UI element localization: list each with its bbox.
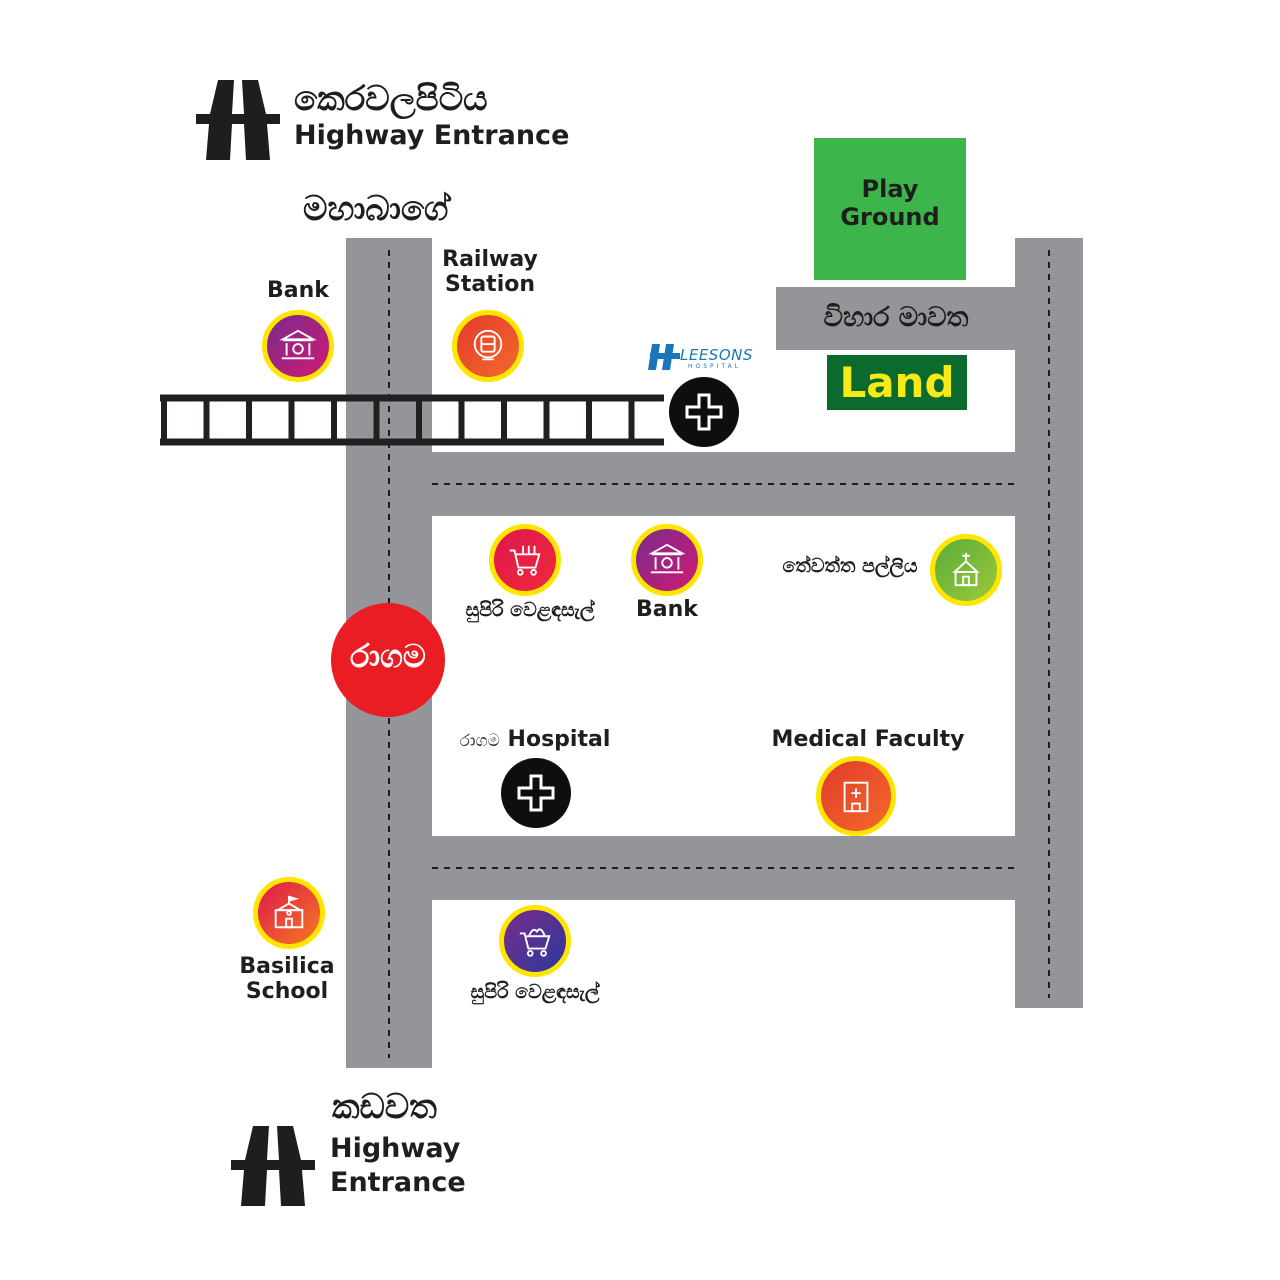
school-marker[interactable] — [253, 877, 325, 949]
ragama-hospital-marker[interactable] — [501, 758, 571, 828]
bank-mid-marker[interactable] — [631, 524, 703, 596]
supermarket-1-label: සුපිරි වෙළඳසැල් — [465, 599, 595, 621]
ragama-hospital-si: රාගම — [459, 731, 500, 751]
top-highway-label: Highway Entrance — [294, 120, 570, 151]
cart-icon — [509, 545, 541, 576]
leesons-logo-name: LEESONS — [680, 346, 753, 364]
town-label: රාගම — [350, 637, 426, 675]
bottom-highway-label-2: Entrance — [330, 1167, 466, 1198]
plus-icon — [685, 393, 723, 431]
cart-icon — [519, 928, 551, 957]
train-icon — [473, 329, 503, 361]
vihara-road-label: විහාර මාවත — [823, 302, 969, 333]
ragama-hospital-label: රාගම Hospital — [440, 727, 630, 752]
railway-label-line2: Station — [444, 272, 536, 298]
school-icon — [274, 895, 304, 929]
leesons-logo-sub: HOSPITAL — [688, 363, 742, 370]
town-marker — [331, 603, 445, 717]
school-label-line2: School — [245, 979, 329, 1005]
play-ground-area — [814, 138, 966, 280]
church-icon — [952, 552, 980, 587]
school-label: Basilica School — [232, 954, 342, 1005]
play-ground-label: Play Ground — [814, 175, 966, 231]
railway-station-marker[interactable] — [452, 310, 524, 382]
bank-top-label: Bank — [267, 278, 329, 303]
play-ground-line2: Ground — [840, 202, 940, 231]
school-label-line1: Basilica — [239, 954, 335, 979]
supermarket-1-marker[interactable] — [489, 524, 561, 596]
railway-track — [160, 394, 664, 446]
bottom-highway-label-1: Highway — [330, 1133, 461, 1164]
medical-faculty-label: Medical Faculty — [771, 727, 965, 752]
highway-icon-bottom — [231, 1126, 315, 1206]
ragama-hospital-en: Hospital — [507, 727, 611, 752]
leesons-hospital-marker[interactable] — [669, 377, 739, 447]
medical-building-icon — [843, 781, 869, 813]
land-label: Land — [839, 358, 955, 407]
top-highway-name: කෙරවලපිටිය — [294, 79, 488, 119]
leesons-logo-mark — [648, 344, 680, 370]
land-area — [827, 355, 967, 410]
medical-faculty-marker[interactable] — [816, 756, 896, 836]
plus-icon — [517, 774, 555, 812]
railway-label: Railway Station — [430, 247, 550, 298]
bank-top-marker[interactable] — [262, 310, 334, 382]
highway-icon-top — [196, 80, 280, 160]
church-marker[interactable] — [930, 534, 1002, 606]
north-road-label: මහාබාගේ — [303, 189, 449, 229]
supermarket-2-marker[interactable] — [499, 905, 571, 977]
bank-mid-label: Bank — [636, 597, 698, 622]
bank-icon — [279, 329, 317, 360]
leesons-logo: LEESONS HOSPITAL — [646, 342, 764, 374]
play-ground-line1: Play — [861, 175, 919, 203]
vihara-road — [776, 287, 1018, 350]
bank-icon — [648, 543, 686, 574]
supermarket-2-label: සුපිරි වෙළඳසැල් — [470, 981, 600, 1003]
railway-label-line1: Railway — [442, 247, 538, 272]
church-label: තේවත්ත පල්ලිය — [782, 555, 918, 577]
bottom-highway-name: කඩවත — [332, 1087, 437, 1127]
